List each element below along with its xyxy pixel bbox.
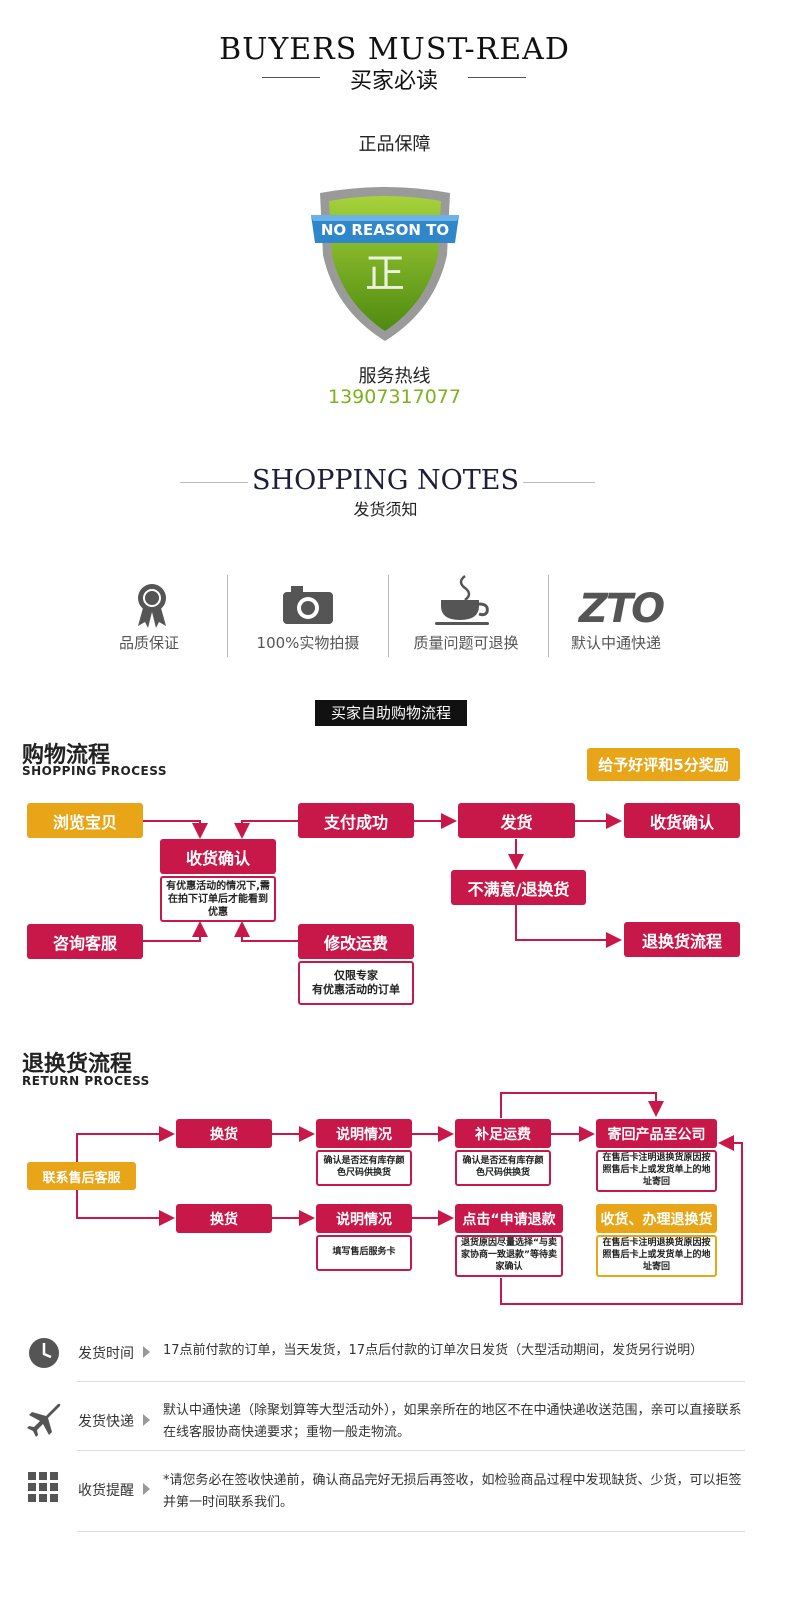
pay-success-step[interactable]: 支付成功: [298, 803, 414, 838]
hotline-number[interactable]: 13907317077: [328, 386, 461, 408]
shopping-process-subtitle: SHOPPING PROCESS: [22, 764, 167, 778]
info-text: 默认中通快递（除聚划算等大型活动外），如果亲所在的地区不在中通快递收送范围，亲可…: [163, 1403, 742, 1440]
consult-service-button[interactable]: 咨询客服: [27, 924, 143, 959]
chevron-right-icon: [143, 1483, 150, 1495]
badge-char: 正: [365, 251, 405, 297]
divider: [227, 575, 228, 657]
guarantee-heading: 正品保障: [358, 134, 431, 155]
receipt-confirm-step[interactable]: 收货确认: [624, 803, 740, 838]
divider: [77, 1450, 745, 1451]
return-flow-step[interactable]: 退换货流程: [624, 922, 740, 957]
divider: [548, 575, 549, 657]
authentic-shield-icon: NO REASON TO 正: [311, 187, 459, 341]
info-label: 发货时间: [78, 1346, 134, 1362]
grid-icon: [28, 1472, 58, 1502]
return-process-title: 退换货流程: [22, 1052, 133, 1077]
feature-label: 100%实物拍摄: [256, 634, 360, 652]
divider: [180, 482, 248, 483]
explain-step-bottom[interactable]: 说明情况: [316, 1204, 412, 1233]
divider: [77, 1381, 745, 1382]
refund-note: 退货原因尽量选择“与卖家协商一致退款”等待卖家确认: [455, 1235, 563, 1277]
receive-refund-step[interactable]: 收货、办理退换货: [596, 1204, 717, 1233]
explain-bottom-note: 填写售后服务卡: [316, 1235, 412, 1271]
hotline-label: 服务热线: [358, 366, 431, 387]
shopping-process-title: 购物流程: [22, 743, 111, 768]
info-text: *请您务必在签收快递前，确认商品完好无损后再签收，如检验商品过程中发现缺货、少货…: [163, 1473, 742, 1510]
confirm-receipt-step[interactable]: 收货确认: [160, 839, 276, 874]
supplement-note: 确认是否还有库存颜色尺码供换货: [455, 1150, 551, 1186]
zto-logo-text: ZTO: [577, 588, 664, 626]
send-back-note: 在售后卡注明退换货原因按照售后卡上或发货单上的地址寄回: [596, 1150, 717, 1192]
unsatisfied-return-step[interactable]: 不满意/退换货: [451, 870, 586, 905]
notes-title: SHOPPING NOTES: [252, 465, 519, 496]
info-label: 收货提醒: [78, 1483, 134, 1499]
zto-logo: ZTO: [577, 588, 666, 626]
clock-icon: [29, 1338, 59, 1368]
feature-label: 默认中通快递: [570, 634, 661, 652]
ship-step[interactable]: 发货: [458, 803, 575, 838]
airplane-icon: [27, 1403, 61, 1437]
return-flow-connectors: [76, 1092, 743, 1305]
self-service-banner: 买家自助购物流程: [315, 700, 467, 726]
modify-shipping-note: 仅限专家 有优惠活动的订单: [298, 961, 414, 1005]
exchange-step-top[interactable]: 换货: [176, 1119, 272, 1148]
supplement-shipping-step[interactable]: 补足运费: [455, 1119, 551, 1148]
chevron-right-icon: [143, 1346, 150, 1358]
divider: [262, 77, 320, 78]
shopping-flow-connectors: [143, 813, 622, 948]
divider: [388, 575, 389, 657]
badge-text: NO REASON TO: [321, 221, 449, 239]
send-back-step[interactable]: 寄回产品至公司: [596, 1119, 717, 1148]
modify-shipping-step[interactable]: 修改运费: [298, 924, 414, 959]
divider: [77, 1531, 745, 1532]
explain-top-note: 确认是否还有库存颜色尺码供换货: [316, 1150, 412, 1186]
confirm-receipt-note: 有优惠活动的情况下,需在拍下订单后才能看到优惠: [160, 876, 276, 922]
feature-label: 品质保证: [118, 634, 179, 652]
award-ribbon-icon: [138, 584, 166, 628]
camera-icon: [283, 586, 333, 624]
modify-note-line: 仅限专家: [334, 968, 378, 982]
exchange-step-bottom[interactable]: 换货: [176, 1204, 272, 1233]
divider: [523, 482, 595, 483]
return-process-subtitle: RETURN PROCESS: [22, 1074, 150, 1088]
contact-aftersales-button[interactable]: 联系售后客服: [27, 1162, 136, 1190]
page-title: BUYERS MUST-READ: [219, 32, 570, 67]
chevron-right-icon: [143, 1414, 150, 1426]
browse-button[interactable]: 浏览宝贝: [27, 803, 143, 838]
receive-refund-note: 在售后卡注明退换货原因按照售后卡上或发货单上的地址寄回: [596, 1235, 717, 1277]
notes-subtitle: 发货须知: [353, 500, 418, 519]
info-text: 17点前付款的订单，当天发货，17点后付款的订单次日发货（大型活动期间，发货另行…: [163, 1343, 704, 1358]
info-label: 发货快递: [78, 1414, 134, 1430]
explain-step-top[interactable]: 说明情况: [316, 1119, 412, 1148]
reward-badge: 给予好评和5分奖励: [587, 748, 740, 781]
feature-label: 质量问题可退换: [413, 634, 519, 652]
coffee-cup-icon: [435, 575, 489, 625]
divider: [468, 77, 526, 78]
page-subtitle: 买家必读: [349, 69, 438, 94]
modify-note-line: 有优惠活动的订单: [312, 983, 400, 996]
apply-refund-step[interactable]: 点击“申请退款: [455, 1204, 563, 1233]
